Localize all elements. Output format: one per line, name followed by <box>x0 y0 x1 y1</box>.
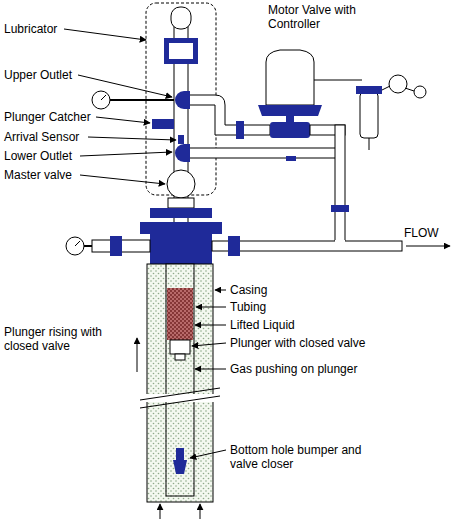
callout-label: Plunger with closed valve <box>230 336 365 350</box>
master-valve <box>167 170 195 198</box>
callout-label: Gas pushing on plunger <box>230 362 357 376</box>
flow-line <box>212 241 402 251</box>
lower-outlet-pipe <box>188 148 340 158</box>
callout-label: Motor Valve with Controller <box>268 3 378 31</box>
inflow-arrow <box>160 504 161 519</box>
callout-label: Plunger rising with closed valve <box>4 325 132 353</box>
tubing <box>166 264 194 496</box>
callout-label: Tubing <box>230 300 266 314</box>
plunger <box>170 340 190 354</box>
casing-valve <box>110 236 122 256</box>
leader-line <box>78 75 172 97</box>
pipe-fitting <box>286 156 296 161</box>
leader-line <box>195 325 226 326</box>
bumper-spring <box>176 448 184 460</box>
lifted-liquid <box>167 288 193 340</box>
lubricator-cap <box>171 7 191 29</box>
pipe-flange <box>236 121 244 139</box>
upper-outlet-pipe <box>188 95 270 135</box>
controller-link <box>405 88 414 91</box>
leader-line <box>192 343 226 346</box>
flow-riser-pipe <box>335 125 345 247</box>
gauge-needle <box>101 95 106 100</box>
plunger-valve <box>175 354 185 360</box>
leader-line <box>215 290 226 291</box>
callout-label: Arrival Sensor <box>4 130 79 144</box>
pipe-join <box>335 240 345 242</box>
actuator-bonnet <box>258 105 322 116</box>
leader-line <box>64 29 146 40</box>
leader-line <box>195 369 226 370</box>
callout-label: Master valve <box>4 168 72 182</box>
valve-neck <box>168 198 194 208</box>
callout-label: Upper Outlet <box>4 68 72 82</box>
arrival-sensor <box>178 135 184 144</box>
pressure-gauge <box>92 91 110 109</box>
controller-body <box>360 92 378 138</box>
callout-label: Lower Outlet <box>4 149 72 163</box>
leader-line <box>196 307 226 308</box>
flow-arrow <box>406 246 450 247</box>
diaphragm-housing <box>266 50 314 105</box>
callout-label: Lifted Liquid <box>230 318 295 332</box>
wing-valve <box>228 236 240 256</box>
callout-label: Bottom hole bumper and valve closer <box>230 443 370 471</box>
lubricator-box <box>164 38 198 64</box>
pipe-flange <box>331 205 349 212</box>
lower-outlet-tee <box>175 144 190 162</box>
gauge-stem <box>109 99 174 101</box>
leader-line <box>88 137 176 140</box>
controller-gauge <box>414 86 426 98</box>
casing <box>147 264 213 502</box>
callout-label: FLOW <box>404 226 439 240</box>
controller-head <box>356 86 382 94</box>
plunger-catcher <box>152 119 174 129</box>
inflow-arrow <box>200 504 201 519</box>
leader-line <box>80 175 165 184</box>
bumper-body <box>173 460 187 474</box>
callout-label: Plunger Catcher <box>4 110 91 124</box>
leader-line <box>96 117 150 123</box>
controller-link <box>382 86 390 90</box>
lubricator-window <box>169 43 193 59</box>
tubing-head <box>150 234 212 264</box>
rising-arrow <box>137 338 138 372</box>
leader-lines <box>64 29 226 458</box>
leader-line <box>80 152 172 156</box>
gauge-needle <box>75 241 80 246</box>
wellhead-flange <box>150 208 212 218</box>
motor-valve-body <box>270 122 310 138</box>
callout-label: Lubricator <box>4 22 57 36</box>
gauge-stem <box>84 245 92 247</box>
controller-line <box>369 138 370 150</box>
upper-outlet-tee <box>175 91 190 109</box>
callout-label: Casing <box>230 283 267 297</box>
controller-gauge <box>389 75 407 93</box>
wellhead-flange <box>140 222 222 234</box>
leader-line <box>190 450 226 458</box>
pressure-gauge <box>66 237 84 255</box>
break-mark <box>140 388 220 408</box>
pilot-line <box>314 80 362 81</box>
